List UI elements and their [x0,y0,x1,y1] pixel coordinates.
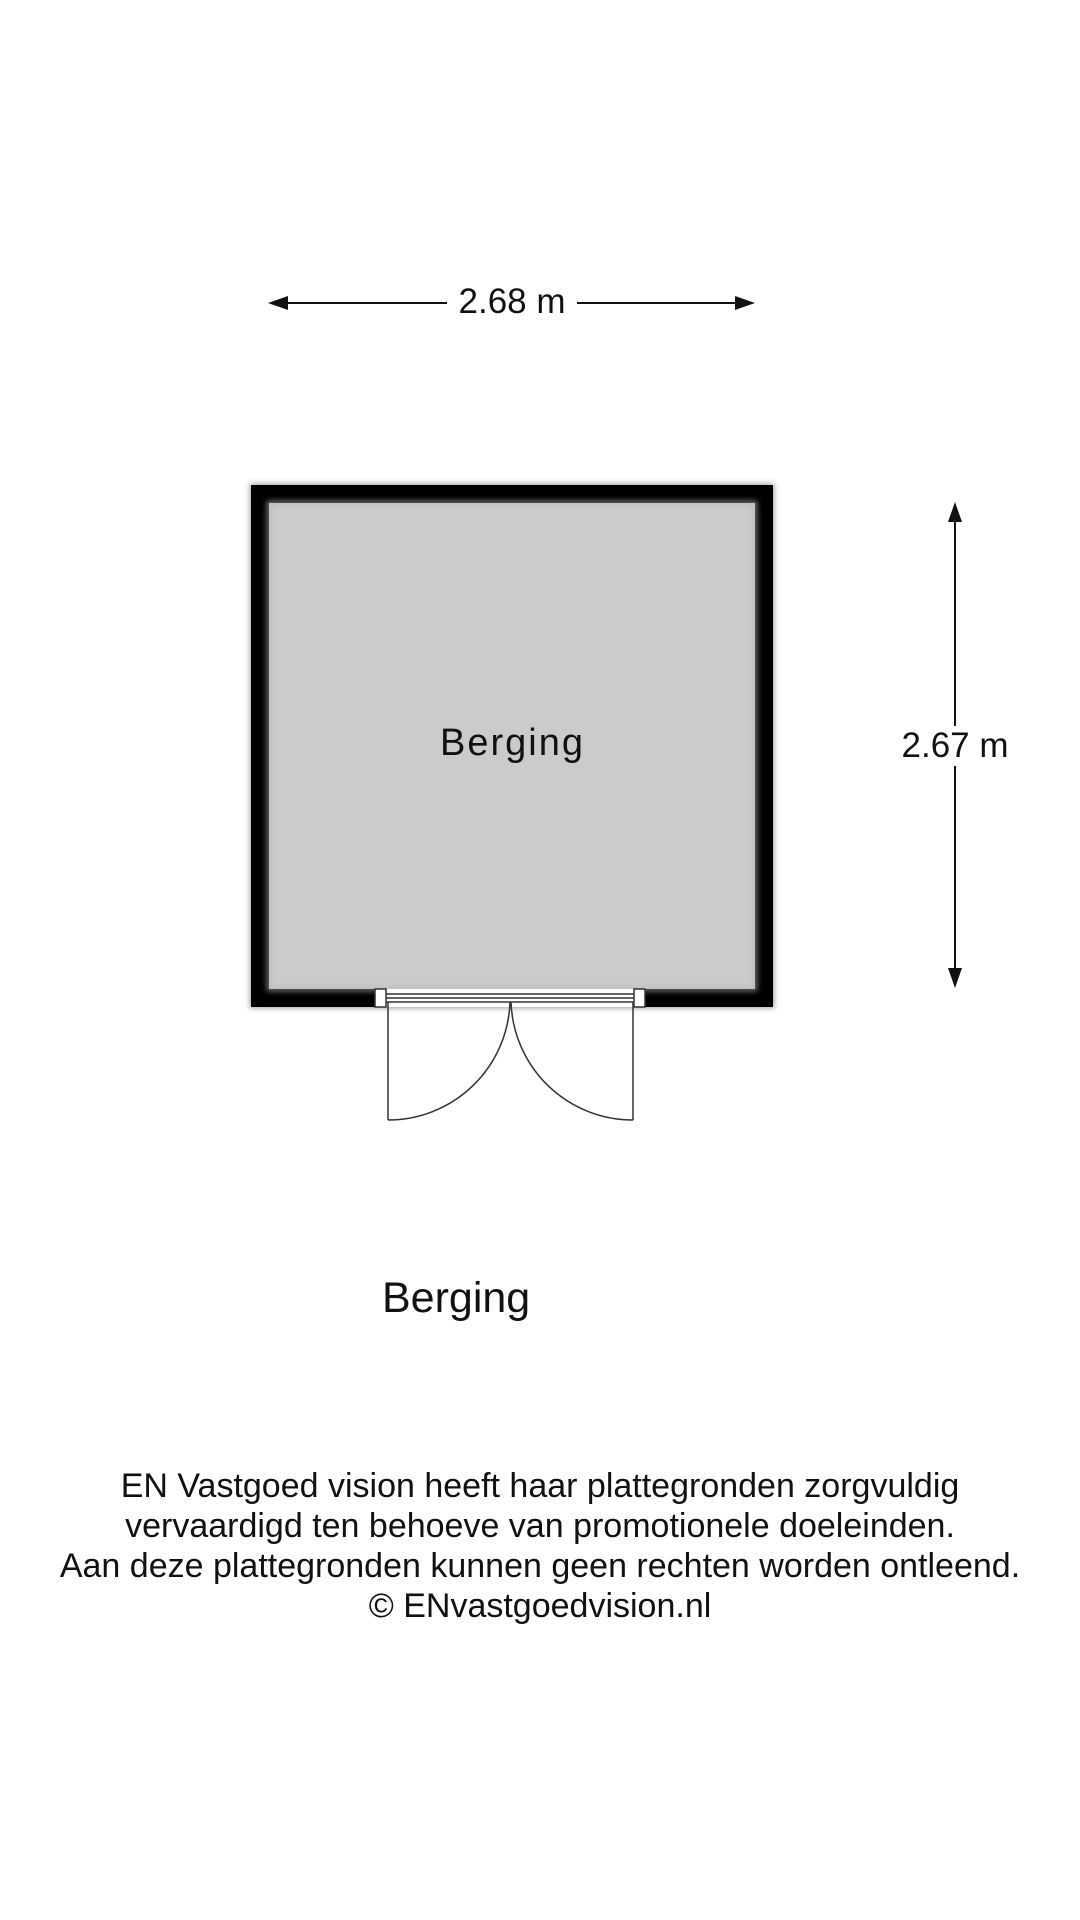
room-name-label: Berging [440,722,585,764]
copyright-line: © ENvastgoedvision.nl [368,1587,712,1625]
double-door [374,988,646,1121]
disclaimer-text: EN Vastgoed vision heeft haar plattegron… [0,1466,1080,1626]
room-floor [269,503,755,989]
disclaimer-line-1: EN Vastgoed vision heeft haar plattegron… [120,1467,960,1505]
width-dimension-label: 2.68 m [447,282,577,322]
disclaimer-line-3: Aan deze plattegronden kunnen geen recht… [59,1547,1021,1585]
disclaimer-line-2: vervaardigd ten behoeve van promotionele… [125,1507,955,1545]
height-dimension-label: 2.67 m [890,726,1020,766]
plan-title: Berging [382,1274,531,1322]
